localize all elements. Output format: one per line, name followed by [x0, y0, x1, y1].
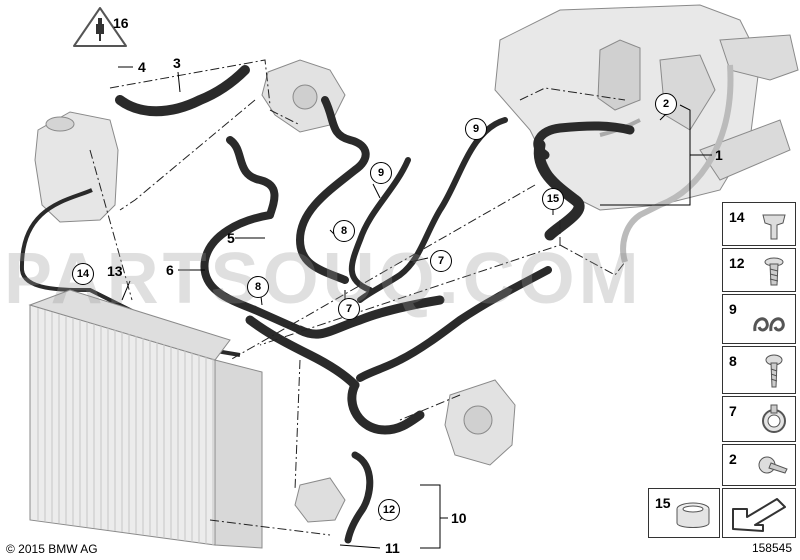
copyright-text: © 2015 BMW AG — [6, 542, 98, 556]
hose-upper-left — [226, 136, 279, 219]
hose-manifold — [295, 295, 445, 339]
circled-callout-7: 7 — [430, 250, 452, 272]
circled-callout-14: 14 — [72, 263, 94, 285]
expansion-tank — [34, 111, 119, 223]
double-clip-icon — [753, 317, 785, 332]
hose-6 — [200, 211, 304, 334]
legend-number: 2 — [729, 451, 737, 467]
hose-clamp-icon — [762, 404, 786, 433]
hose-5 — [295, 96, 370, 284]
legend-number: 7 — [729, 403, 737, 419]
hose-9a — [348, 157, 411, 293]
metal-pipe — [620, 64, 734, 263]
clip-nut-icon — [762, 214, 786, 240]
thermostat-housing — [261, 59, 346, 133]
callout-6: 6 — [166, 262, 174, 278]
valve — [294, 477, 346, 523]
watermark: PARTSOUQ.COM — [4, 239, 643, 319]
legend-box-15: 15 — [648, 488, 720, 538]
circled-callout-12: 12 — [378, 499, 400, 521]
callout-10: 10 — [451, 510, 467, 526]
legend-box-12: 12 — [722, 248, 796, 292]
hose-right — [356, 266, 552, 382]
reference-arrow-box — [722, 488, 796, 538]
legend-box-2: 2 — [722, 444, 796, 486]
legend-box-7: 7 — [722, 396, 796, 442]
legend-box-9: 9 — [722, 294, 796, 344]
legend-number: 12 — [729, 255, 745, 271]
callout-16: 16 — [113, 15, 129, 31]
hose-10 — [344, 451, 374, 544]
circled-callout-2: 2 — [655, 93, 677, 115]
figure-number: 158545 — [751, 541, 792, 555]
warning-triangle-icon — [73, 7, 127, 47]
hose-1 — [533, 139, 585, 241]
arrow-icon — [732, 498, 786, 532]
circled-callout-9: 9 — [465, 118, 487, 140]
radiator-fins — [37, 308, 214, 545]
circled-callout-7: 7 — [338, 298, 360, 320]
legend-number: 15 — [655, 495, 671, 511]
hose-9b — [357, 117, 508, 303]
spring-clamp-icon — [676, 502, 710, 528]
callout-5: 5 — [227, 230, 235, 246]
radiator — [28, 289, 263, 549]
circled-callout-9: 9 — [370, 162, 392, 184]
legend-box-14: 14 — [722, 202, 796, 246]
leader-lines — [89, 59, 626, 536]
circled-callout-8: 8 — [333, 220, 355, 242]
callout-3: 3 — [173, 55, 181, 71]
circled-callout-8: 8 — [247, 276, 269, 298]
engine-block — [494, 4, 799, 211]
callout-1: 1 — [715, 147, 723, 163]
hose-lower — [245, 315, 360, 390]
legend-number: 8 — [729, 353, 737, 369]
callout-leaders — [118, 66, 712, 549]
bolt-icon — [765, 354, 783, 388]
flat-screw-icon — [758, 456, 788, 474]
legend-number: 14 — [729, 209, 745, 225]
hoses — [115, 65, 635, 544]
circled-callout-15: 15 — [542, 188, 564, 210]
callout-11: 11 — [385, 540, 400, 556]
hose-3 — [115, 65, 250, 117]
tank-hose — [19, 188, 241, 357]
legend-box-8: 8 — [722, 346, 796, 394]
callout-13: 13 — [107, 263, 123, 279]
screw-icon — [764, 257, 784, 286]
callout-4: 4 — [138, 59, 146, 75]
hose-pump — [347, 380, 425, 435]
water-pump — [444, 379, 516, 466]
legend-number: 9 — [729, 301, 737, 317]
